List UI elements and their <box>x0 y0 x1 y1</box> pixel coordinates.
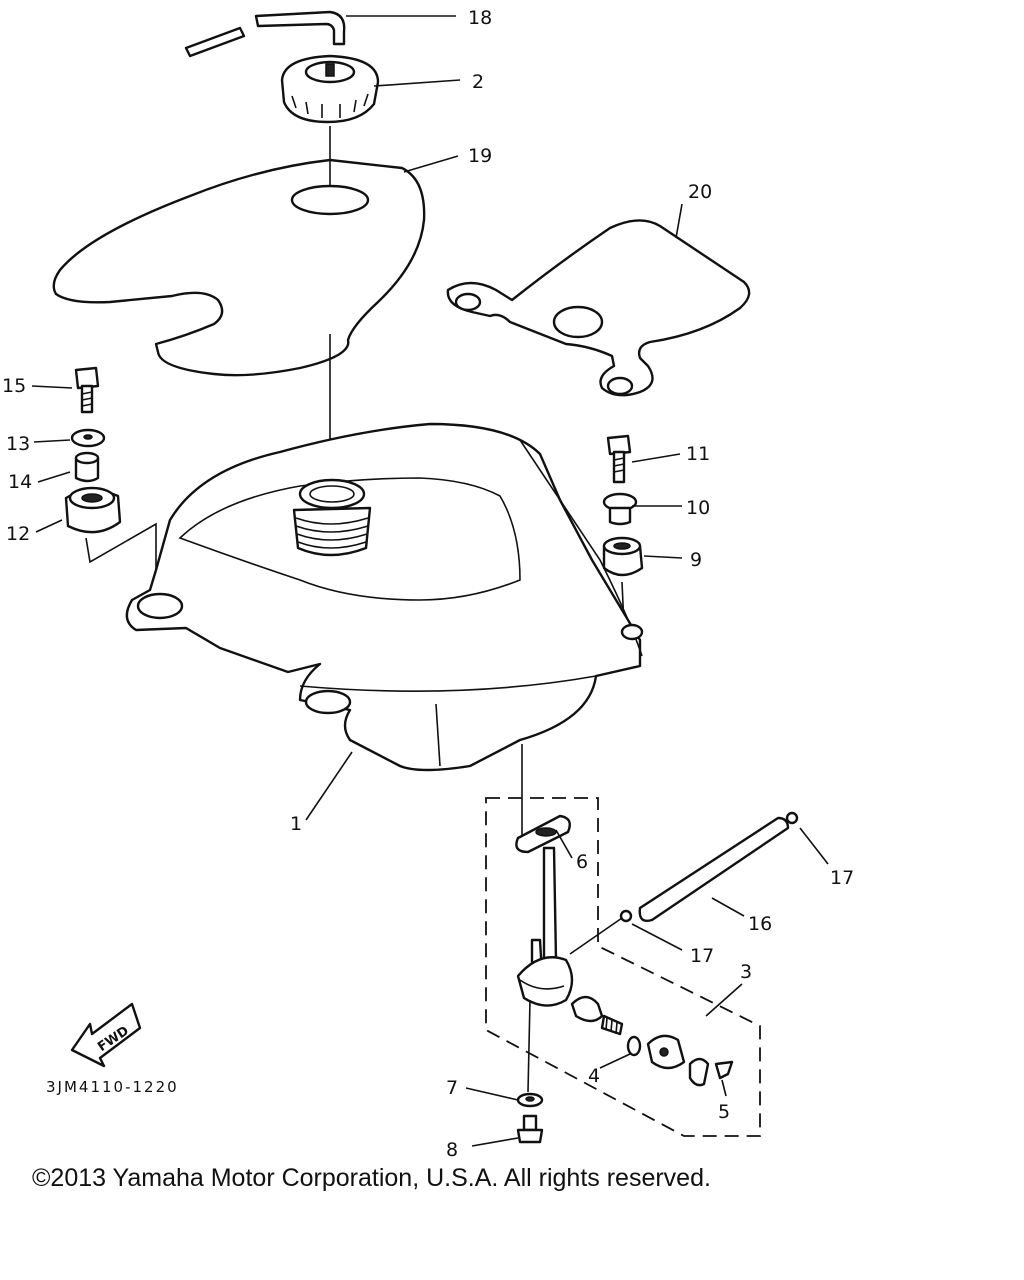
copyright-notice: ©2013 Yamaha Motor Corporation, U.S.A. A… <box>32 1164 711 1192</box>
callout-4: 4 <box>588 1065 600 1087</box>
fwd-arrow-icon: FWD <box>70 1002 142 1068</box>
callout-13: 13 <box>6 433 30 455</box>
callout-17-lower: 17 <box>690 945 714 967</box>
part-8-bolt <box>516 1114 544 1144</box>
part-9-damper <box>602 536 644 577</box>
part-20-protector-plate <box>446 219 751 397</box>
callout-11: 11 <box>686 443 710 465</box>
part-12-damper <box>64 486 122 534</box>
leader-lines <box>31 15 829 1147</box>
part-18-breather-hose <box>184 10 346 58</box>
callout-12: 12 <box>6 523 30 545</box>
callout-19: 19 <box>468 145 492 167</box>
part-5-screw-lever <box>646 1034 734 1087</box>
part-11-bolt <box>606 434 632 484</box>
callout-17-upper: 17 <box>830 867 854 889</box>
part-17-clip-lower <box>619 909 633 923</box>
part-14-collar <box>74 451 100 483</box>
part-7-washer <box>516 1092 544 1108</box>
callout-2: 2 <box>472 71 484 93</box>
part-17-clip-upper <box>785 811 799 825</box>
part-6-packing <box>515 814 571 854</box>
callout-16: 16 <box>748 913 772 935</box>
callout-5: 5 <box>718 1101 730 1123</box>
part-2-fuel-cap <box>280 54 380 124</box>
callout-9: 9 <box>690 549 702 571</box>
callout-14: 14 <box>8 471 32 493</box>
callout-3: 3 <box>740 961 752 983</box>
callout-1: 1 <box>290 813 302 835</box>
callout-15: 15 <box>2 375 26 397</box>
part-15-bolt <box>74 366 100 414</box>
part-10-collar <box>602 492 638 526</box>
callout-6: 6 <box>576 851 588 873</box>
part-19-tank-top-gasket <box>52 158 426 377</box>
callout-8: 8 <box>446 1139 458 1161</box>
callout-10: 10 <box>686 497 710 519</box>
callout-20: 20 <box>688 181 712 203</box>
drawing-code: 3JM4110-1220 <box>46 1078 179 1096</box>
part-1-fuel-tank <box>125 422 644 772</box>
callout-7: 7 <box>446 1077 458 1099</box>
callout-18: 18 <box>468 7 492 29</box>
part-16-fuel-hose <box>638 816 790 922</box>
fuel-cock-body <box>516 846 574 1093</box>
part-4-o-ring-set <box>570 995 642 1057</box>
part-13-washer <box>70 428 106 448</box>
